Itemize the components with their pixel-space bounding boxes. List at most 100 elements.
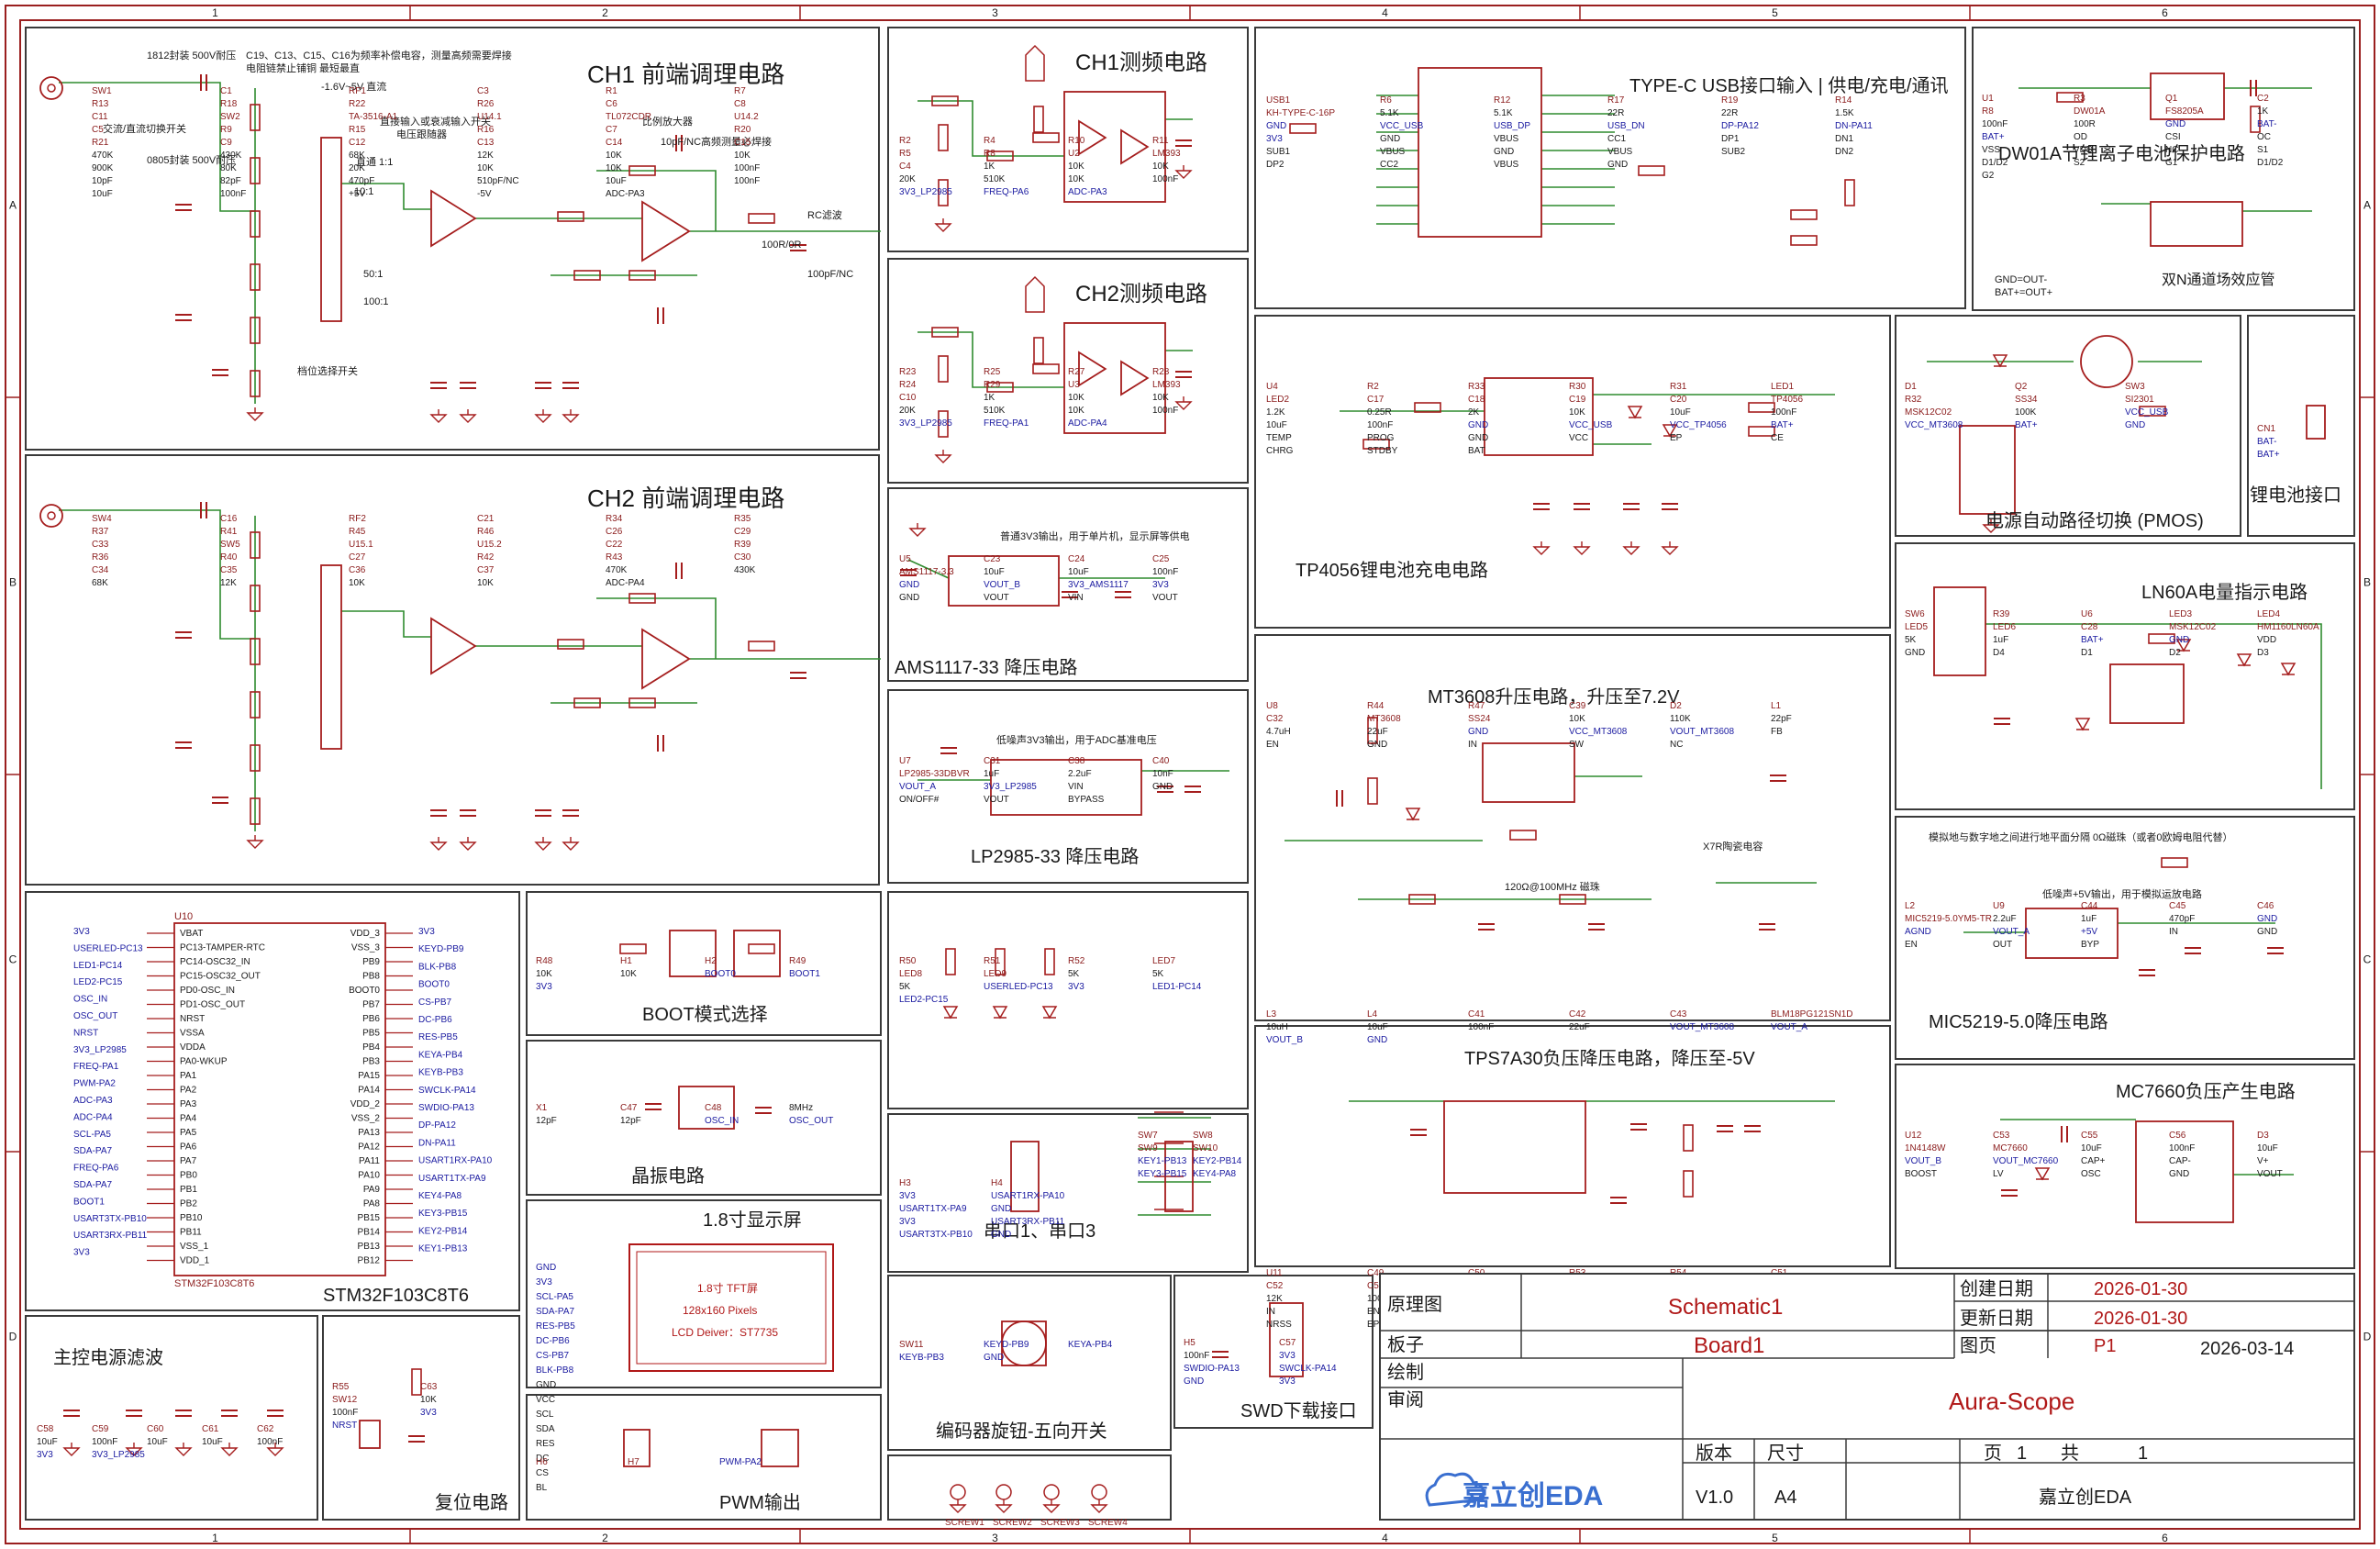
- ch2-freq-title: CH2测频电路: [1075, 282, 1207, 306]
- ch1_freq-refs-7: LM393: [1152, 149, 1181, 159]
- ams1117-refs-0: U5: [899, 554, 911, 564]
- crystal-refs-0: X1: [536, 1103, 548, 1113]
- stm32-lpin-6: NRST: [180, 1014, 205, 1024]
- stm32-lpin-0: VBAT: [180, 929, 203, 939]
- note-ratio-1: 直通 1:1: [356, 155, 393, 168]
- ch1_front-refs-20: R15: [349, 125, 366, 135]
- tft-line-3: LCD Deiver：ST7735: [672, 1326, 778, 1339]
- power_path-refs-1: Q2: [2015, 382, 2028, 392]
- ch1_front-refs-21: R16: [477, 125, 495, 135]
- stm32-rnet-13: USART1RX-PA10: [418, 1156, 493, 1166]
- uart-nets-3: GND: [991, 1204, 1011, 1214]
- pwm-refs-0: H6: [536, 1457, 548, 1467]
- ch1_front-refs-7: R18: [220, 99, 238, 109]
- reset-refs-1: C63: [420, 1382, 438, 1392]
- tp4056-pins-8: BAT: [1468, 446, 1485, 456]
- tft-screen: 1.8寸 TFT屏 128x160 Pixels LCD Deiver：ST77…: [628, 1243, 834, 1372]
- usb-pins-8: VBUS: [1607, 147, 1633, 157]
- tft-line-2: 128x160 Pixels: [683, 1304, 757, 1317]
- mt3608-refs-7: MT3608: [1367, 714, 1401, 724]
- tb-board-name: Board1: [1694, 1333, 1764, 1358]
- ams1117-pins-0: GND: [899, 593, 919, 603]
- keys-nets-0: KEY1-PB13: [1138, 1156, 1187, 1166]
- stm32-lnet-2: LED1-PC14: [73, 961, 123, 971]
- ch2_freq-refs-0: R23: [899, 367, 917, 377]
- usb-pins-7: GND: [1494, 147, 1514, 157]
- tb-project: Aura-Scope: [1949, 1387, 2074, 1415]
- filter-note: 120Ω@100MHz 磁珠: [1505, 880, 1600, 893]
- power_path-refs-2: SW3: [2125, 382, 2145, 392]
- display-nets-2: SCL-PA5: [536, 1292, 573, 1302]
- tb-sheet-label: 图页: [1960, 1336, 1996, 1356]
- crystal-values-0: 8MHz: [789, 1103, 813, 1113]
- dw01a-note-gnd: GND=OUT-: [1995, 274, 2047, 285]
- mic5219-values-1: 1uF: [2081, 914, 2096, 924]
- stm32-rpin-20: PB15: [358, 1213, 381, 1223]
- mc7660-pins-1: CAP-: [2169, 1156, 2191, 1166]
- dw01a-pins-6: S1: [2257, 145, 2269, 155]
- frame-dw01a: [1972, 27, 2355, 311]
- lp2985-title: LP2985-33 降压电路: [971, 846, 1139, 867]
- ch1_freq-values-6: 100nF: [1152, 174, 1178, 184]
- usb-values-1: 5.1K: [1494, 108, 1513, 118]
- mc7660-values-1: 100nF: [2169, 1143, 2195, 1153]
- filter-values-2: 100nF: [1468, 1022, 1494, 1032]
- main_filter-refs-3: C61: [202, 1424, 219, 1434]
- boot-refs-1: H1: [620, 956, 632, 966]
- stm32-part: STM32F103C8T6: [174, 1278, 254, 1289]
- ch2_front-refs-0: SW4: [92, 514, 112, 524]
- note-0805: 0805封装 500V耐压: [147, 153, 236, 166]
- tp4056-refs-5: LED1: [1771, 382, 1794, 392]
- ch1_front-values-1: 430K: [220, 150, 242, 161]
- stm32-rpin-6: PB6: [362, 1014, 380, 1024]
- tps7a30-refs-0: U11: [1266, 1268, 1283, 1278]
- ch2_front-refs-26: C36: [349, 565, 366, 575]
- tp4056-values-1: 0.25R: [1367, 407, 1392, 418]
- usb-pins-9: SUB2: [1721, 147, 1746, 157]
- usb-values-3: 22R: [1721, 108, 1738, 118]
- ams1117-nets-1: VOUT_B: [984, 580, 1020, 590]
- stm32-lnet-5: OSC_OUT: [73, 1011, 117, 1021]
- filter-refs-3: C42: [1569, 1009, 1586, 1020]
- stm32-lpin-17: PB0: [180, 1171, 197, 1181]
- power_path-refs-3: R32: [1905, 395, 1922, 405]
- pwm-nets-0: PWM-PA2: [719, 1457, 762, 1467]
- ch1_freq-nets-0: 3V3_LP2985: [899, 187, 952, 197]
- ln60a-refs-1: R39: [1993, 609, 2010, 619]
- ch1_freq-refs-0: R2: [899, 136, 911, 146]
- ch1_front-refs-25: C9: [220, 138, 232, 148]
- tft-line-1: 1.8寸 TFT屏: [697, 1282, 758, 1295]
- ch2_front-refs-7: R41: [220, 527, 238, 537]
- note-rc: RC滤波: [807, 209, 842, 221]
- lp2985-pins-1: GND: [1152, 782, 1173, 792]
- ruler-left-C: C: [9, 953, 17, 966]
- mt3608-pins-3: IN: [1468, 740, 1477, 750]
- mic-note-5v: 低噪声+5V输出，用于模拟运放电路: [2042, 887, 2202, 900]
- tp4056-refs-2: R33: [1468, 382, 1485, 392]
- uart-nets-4: 3V3: [899, 1217, 916, 1227]
- note-comp-caps: C19、C13、C15、C16为频率补偿电容，测量高频需要焊接: [246, 49, 512, 61]
- dw01a-pins-4: VDD: [2074, 145, 2093, 155]
- title-block: 原理图 板子 绘制 审阅 Schematic1 Board1 创建日期 2026…: [1379, 1273, 2355, 1521]
- ln60a-refs-8: MSK12C02: [2169, 622, 2217, 632]
- leds-nets-0: USERLED-PC13: [984, 982, 1053, 992]
- mt3608-values-4: 22uF: [1367, 727, 1388, 737]
- ch1_front-refs-29: C15: [734, 138, 751, 148]
- ch1_front-refs-3: C3: [477, 86, 489, 96]
- tb-created-label: 创建日期: [1960, 1278, 2033, 1299]
- mc7660-pins-2: V+: [2257, 1156, 2269, 1166]
- ln60a-refs-4: LED4: [2257, 609, 2280, 619]
- frame-stm32: [25, 891, 520, 1311]
- ch1_front-refs-22: C7: [606, 125, 617, 135]
- ch2_freq-refs-2: R27: [1068, 367, 1085, 377]
- tp4056-values-2: 2K: [1468, 407, 1480, 418]
- ch2_front-refs-25: C35: [220, 565, 238, 575]
- ch2_front-refs-4: R34: [606, 514, 623, 524]
- stm32-rnet-6: RES-PB5: [418, 1032, 458, 1042]
- stm32-rpin-10: PA15: [358, 1071, 380, 1081]
- frame-mic5219: [1895, 816, 2355, 1060]
- ch1_front-refs-4: R1: [606, 86, 617, 96]
- stm32-lnet-10: ADC-PA3: [73, 1096, 113, 1106]
- jlc-logo-text: 嘉立创EDA: [1462, 1480, 1603, 1511]
- stm32-title: STM32F103C8T6: [323, 1286, 469, 1306]
